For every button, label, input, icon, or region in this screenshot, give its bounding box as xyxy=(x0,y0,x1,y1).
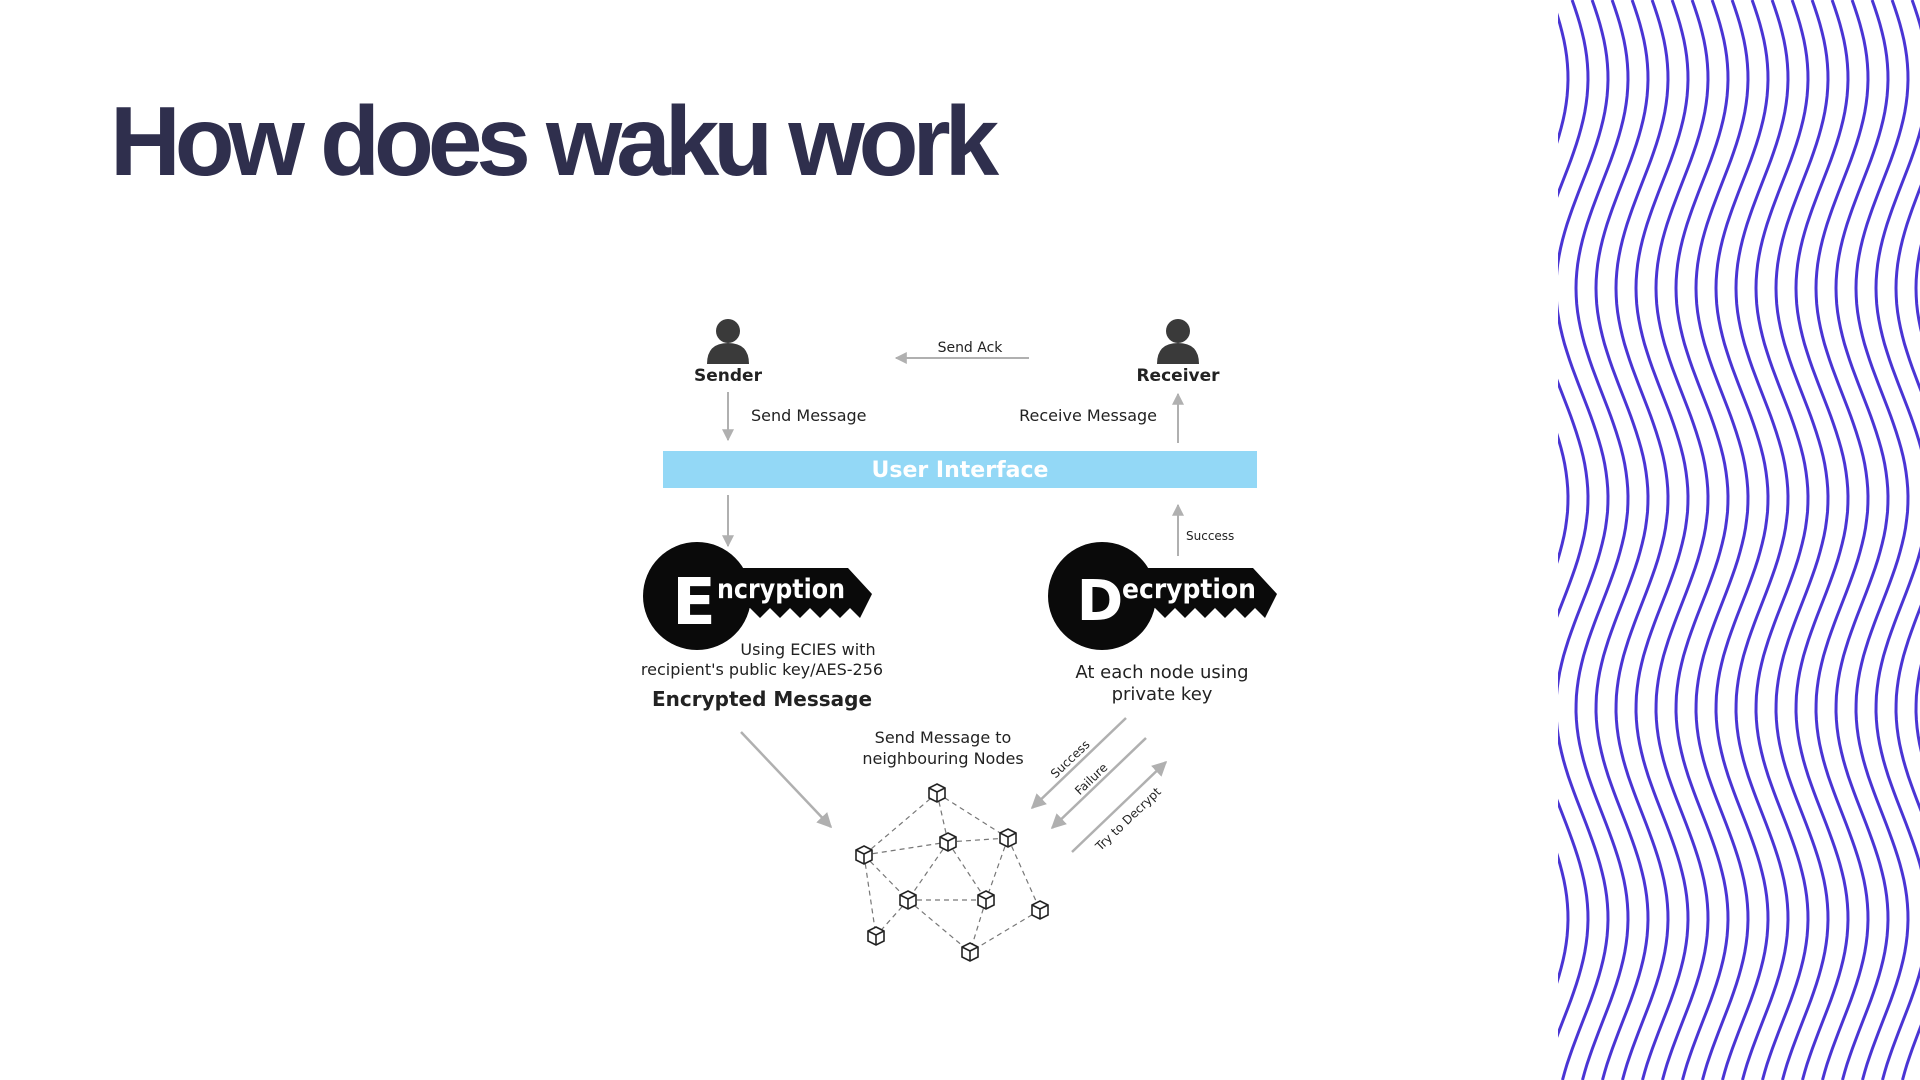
encryption-label: ncryption xyxy=(717,574,845,605)
network-node-icon xyxy=(899,890,917,910)
sender-user-icon xyxy=(707,319,749,364)
network-node-icon xyxy=(855,845,873,865)
encryption-method-line1: Using ECIES with xyxy=(740,640,875,659)
decryption-initial: D xyxy=(1077,569,1123,634)
wave-line xyxy=(1558,0,1590,1038)
try-decrypt-arrow xyxy=(1071,760,1168,853)
success-top-label: Success xyxy=(1186,529,1234,543)
decryption-label: ecryption xyxy=(1122,574,1256,605)
try-decrypt-arrow-label: Try to Decrypt xyxy=(1092,785,1164,855)
wave-line xyxy=(1694,0,1750,1080)
wave-line xyxy=(1558,0,1610,1080)
network-label-line1: Send Message to xyxy=(875,728,1012,747)
encrypted-message-label: Encrypted Message xyxy=(652,687,872,711)
wave-line xyxy=(1874,0,1920,1080)
decryption-key-icon xyxy=(1048,542,1277,650)
network-node-icon xyxy=(977,890,995,910)
failure-arrow xyxy=(1050,737,1147,830)
wave-line xyxy=(1814,0,1870,1080)
wave-line xyxy=(1754,0,1810,1080)
wave-line xyxy=(1674,0,1730,1080)
decryption-note-line2: private key xyxy=(1112,684,1213,705)
receiver-label: Receiver xyxy=(1136,366,1220,386)
network-node-icon xyxy=(928,783,946,803)
encrypted-to-network-arrow xyxy=(740,731,833,829)
user-interface-bar xyxy=(663,451,1257,488)
decryption-note-line1: At each node using xyxy=(1075,662,1248,683)
decorative-wave-pattern xyxy=(1558,0,1920,1080)
user-interface-label: User Interface xyxy=(872,458,1049,483)
wave-line xyxy=(1558,12,1570,984)
encryption-initial: E xyxy=(672,566,716,640)
sender-label: Sender xyxy=(694,366,763,386)
node-network xyxy=(855,783,1049,962)
success-arrow xyxy=(1030,717,1127,810)
receiver-user-icon xyxy=(1157,319,1199,364)
wave-line xyxy=(1714,0,1770,1080)
encryption-key-icon xyxy=(643,542,872,650)
wave-line xyxy=(1734,0,1790,1080)
wave-line xyxy=(1594,0,1650,1080)
send-message-label: Send Message xyxy=(751,406,867,425)
network-node-icon xyxy=(867,926,885,946)
wave-line xyxy=(1574,0,1630,1080)
wave-line xyxy=(1914,244,1920,753)
receive-message-label: Receive Message xyxy=(1019,406,1157,425)
wave-line xyxy=(1774,0,1830,1080)
wave-line xyxy=(1834,0,1890,1080)
encryption-method-line2: recipient's public key/AES-256 xyxy=(641,660,883,679)
network-node-icon xyxy=(999,828,1017,848)
network-node-icon xyxy=(939,832,957,852)
wave-line xyxy=(1794,0,1850,1080)
wave-line xyxy=(1614,0,1670,1080)
slide-title: How does waku work xyxy=(110,86,999,196)
network-node-icon xyxy=(1031,900,1049,920)
network-node-icon xyxy=(961,942,979,962)
wave-line xyxy=(1654,0,1710,1080)
network-label-line2: neighbouring Nodes xyxy=(862,749,1023,768)
send-ack-label: Send Ack xyxy=(938,340,1004,356)
wave-line xyxy=(1634,0,1690,1080)
wave-line xyxy=(1854,0,1910,1080)
